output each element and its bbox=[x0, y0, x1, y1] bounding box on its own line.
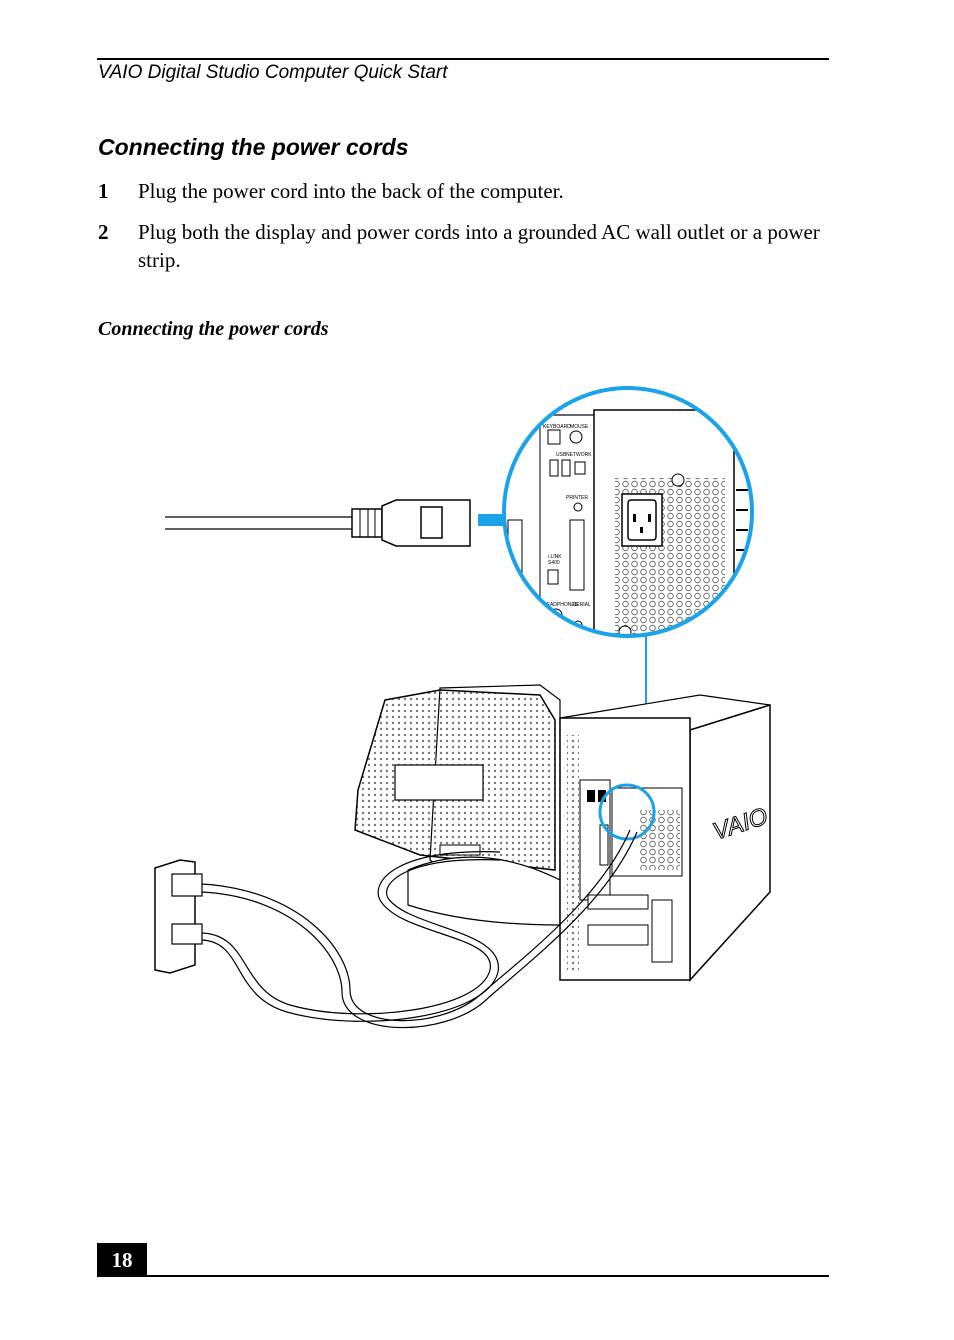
power-cord-illustration: KEYBOARD MOUSE USB NETWORK PRINTER i.LIN… bbox=[154, 386, 772, 1029]
network-label: NETWORK bbox=[566, 452, 592, 458]
figure-caption: Connecting the power cords bbox=[98, 318, 329, 340]
section-title: Connecting the power cords bbox=[98, 134, 409, 160]
mouse-label: MOUSE bbox=[570, 424, 589, 430]
monitor bbox=[354, 684, 561, 926]
serial-label: SERIAL bbox=[573, 602, 591, 608]
step-text: Plug both the display and power cords in… bbox=[138, 220, 820, 272]
computer-tower: VAIO bbox=[559, 694, 772, 982]
step-number: 2 bbox=[98, 220, 109, 244]
step-number: 1 bbox=[98, 179, 109, 203]
wall-outlet bbox=[154, 859, 203, 974]
zoom-inset: KEYBOARD MOUSE USB NETWORK PRINTER i.LIN… bbox=[502, 386, 754, 780]
usb-label: USB bbox=[556, 452, 567, 458]
power-cord-plug bbox=[165, 499, 471, 547]
header-rule bbox=[97, 58, 829, 60]
running-head: VAIO Digital Studio Computer Quick Start bbox=[98, 62, 448, 83]
step-text: Plug the power cord into the back of the… bbox=[138, 179, 564, 203]
power-cords bbox=[201, 829, 638, 1029]
printer-label: PRINTER bbox=[566, 495, 588, 501]
ilink-label: i.LINK bbox=[548, 554, 562, 560]
headphones-label: HEADPHONES bbox=[543, 602, 579, 608]
keyboard-label: KEYBOARD bbox=[543, 424, 571, 430]
footer-rule bbox=[97, 1275, 829, 1277]
ilink-sub-label: S400 bbox=[548, 560, 560, 566]
page-number: 18 bbox=[97, 1243, 147, 1277]
